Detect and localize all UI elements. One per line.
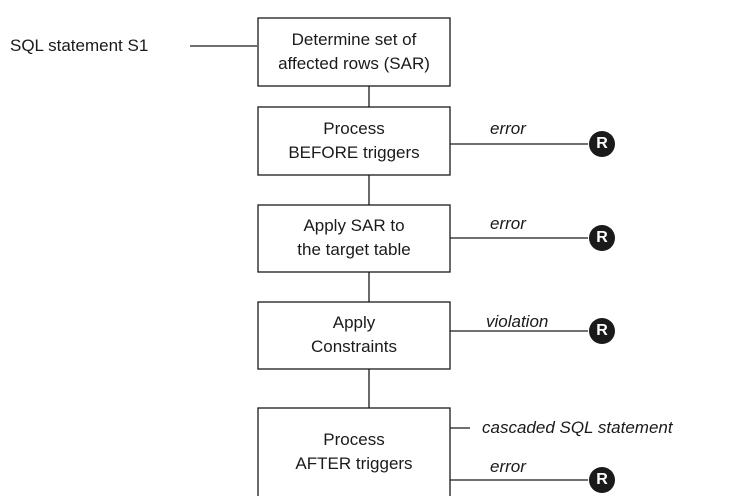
step-line: Process <box>323 119 385 138</box>
branch-label: error <box>490 457 526 476</box>
branch-label: error <box>490 214 526 233</box>
step-box-5 <box>257 407 451 496</box>
step-box-4 <box>257 301 451 370</box>
step-box-2 <box>257 106 451 176</box>
step-text-2: Process BEFORE triggers <box>258 117 450 165</box>
step-text-5: Process AFTER triggers <box>258 428 450 476</box>
return-marker-icon: R <box>589 131 615 157</box>
return-marker-icon: R <box>589 467 615 493</box>
step-text-4: Apply Constraints <box>258 311 450 359</box>
cascade-label: cascaded SQL statement <box>482 418 673 437</box>
step-line: BEFORE triggers <box>288 143 420 162</box>
step-text-1: Determine set of affected rows (SAR) <box>258 28 450 76</box>
return-marker-icon: R <box>589 225 615 251</box>
input-label: SQL statement S1 <box>10 36 149 55</box>
return-marker-icon: R <box>589 318 615 344</box>
step-line: Constraints <box>311 337 397 356</box>
step-box-1 <box>257 17 451 87</box>
branch-label: violation <box>486 312 549 331</box>
step-line: AFTER triggers <box>295 454 413 473</box>
step-line: the target table <box>297 240 411 259</box>
step-line: Determine set of <box>291 30 417 49</box>
step-line: Apply <box>332 313 376 332</box>
step-line: affected rows (SAR) <box>278 54 430 73</box>
step-text-3: Apply SAR to the target table <box>258 214 450 262</box>
branch-label: error <box>490 119 526 138</box>
step-line: Process <box>323 430 385 449</box>
step-line: Apply SAR to <box>303 216 405 235</box>
step-box-3 <box>257 204 451 273</box>
